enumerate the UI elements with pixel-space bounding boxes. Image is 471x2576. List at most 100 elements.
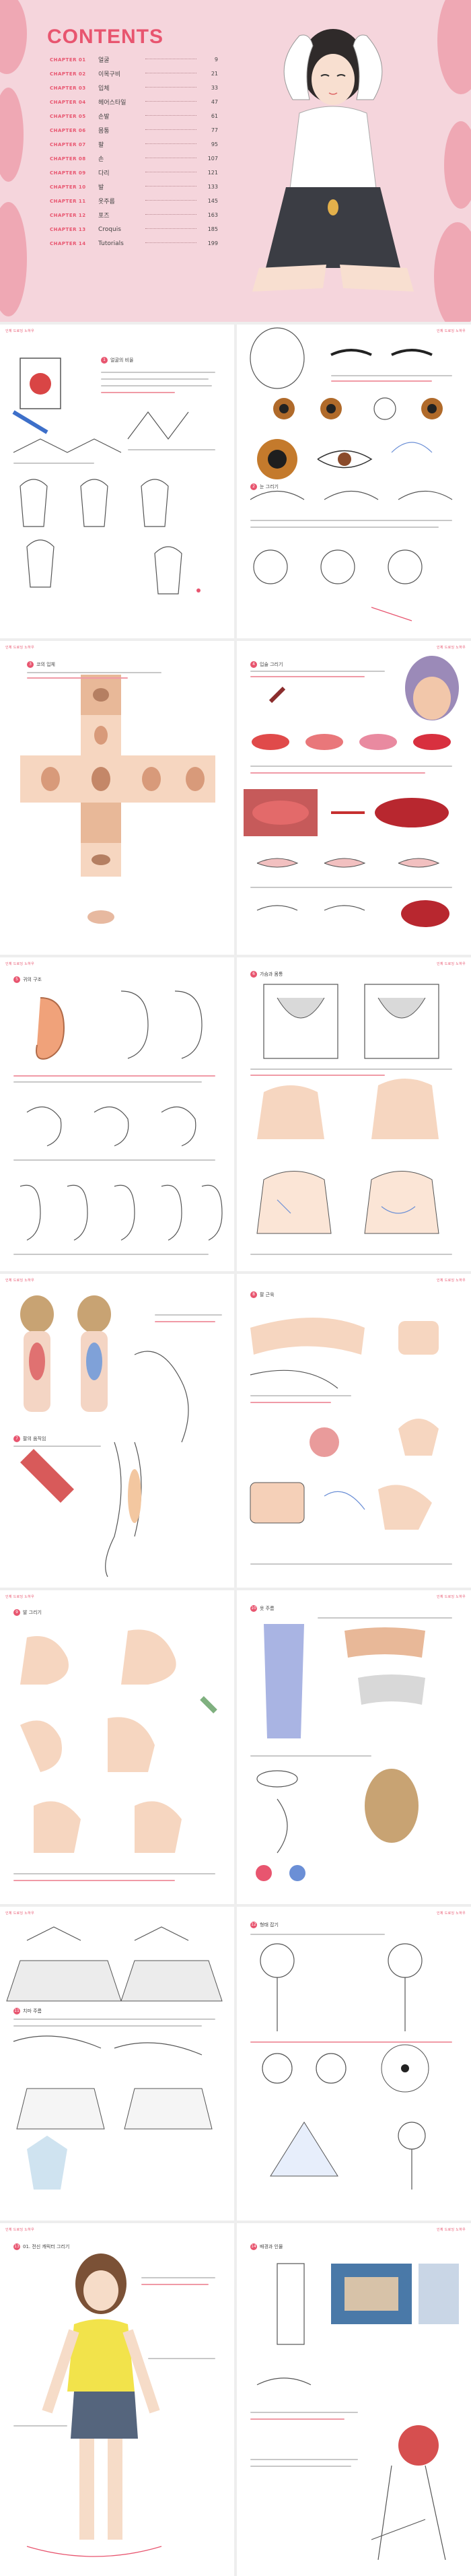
chapter-name: 손발 — [98, 114, 110, 121]
dot-leader — [145, 86, 196, 88]
left-page: 인체 드로잉 노하우 7 팔의 움직임 — [0, 1274, 234, 1588]
chapter-label: CHAPTER 08 — [50, 156, 86, 162]
section-number-badge: 12 — [250, 1922, 257, 1928]
text-line — [250, 520, 452, 521]
section-number-badge: 14 — [250, 2243, 257, 2250]
running-head: 인체 드로잉 노하우 — [5, 1279, 34, 1283]
chapter-name: 손 — [98, 156, 104, 163]
cover-illustration — [252, 29, 414, 292]
right-page: 인체 드로잉 노하우 14 배경과 인물 — [237, 2223, 471, 2576]
skirt-diagram — [6, 1926, 223, 2190]
running-head: 인체 드로잉 노하우 — [5, 329, 34, 333]
text-line — [101, 372, 215, 373]
section-heading: 2 눈 그리기 — [250, 483, 279, 490]
running-head: 인체 드로잉 노하우 — [437, 1911, 466, 1916]
chapter-page-number: 47 — [211, 99, 218, 105]
right-page: 인체 드로잉 노하우 10 옷 주름 — [237, 1590, 471, 1904]
text-line — [250, 1069, 452, 1070]
page-spread: 인체 드로잉 노하우 9 발 그리기 인체 드로잉 노하우 10 옷 주름 — [0, 1590, 471, 1904]
right-page: 인체 드로잉 노하우 12 형태 잡기 — [237, 1907, 471, 2221]
text-line — [250, 1402, 331, 1403]
background-diagram — [256, 2263, 459, 2561]
section-number-badge: 3 — [27, 661, 34, 668]
chapter-label: CHAPTER 02 — [50, 71, 86, 77]
section-number-badge: 2 — [250, 483, 257, 490]
chapter-page-number: 163 — [207, 212, 218, 218]
chapter-label: CHAPTER 10 — [50, 184, 86, 190]
section-number-badge: 6 — [250, 971, 257, 978]
left-page: 인체 드로잉 노하우 13 01. 전신 캐릭터 그리기 — [0, 2223, 234, 2576]
text-line — [101, 378, 209, 380]
text-line — [155, 1321, 215, 1322]
text-line — [250, 766, 452, 767]
running-head: 인체 드로잉 노하우 — [437, 646, 466, 650]
chapter-name: 다리 — [98, 170, 110, 177]
chapter-name: Tutorials — [98, 240, 124, 247]
section-heading: 9 발 그리기 — [13, 1609, 42, 1616]
text-line — [250, 887, 452, 888]
chapter-label: CHAPTER 14 — [50, 240, 86, 246]
chapter-page-number: 95 — [211, 141, 218, 147]
text-line — [141, 2277, 215, 2278]
text-line — [27, 672, 161, 673]
chapter-page-number: 77 — [211, 127, 218, 133]
dot-leader — [145, 228, 196, 229]
chapter-name: 입체 — [98, 86, 110, 92]
chapter-label: CHAPTER 12 — [50, 212, 86, 218]
text-line — [141, 2284, 209, 2285]
contents-title: CONTENTS — [47, 26, 164, 48]
text-line — [13, 2019, 215, 2020]
running-head: 인체 드로잉 노하우 — [5, 962, 34, 966]
chapter-name: 얼굴 — [98, 57, 110, 64]
chapter-page-number: 133 — [207, 184, 218, 190]
fabric-diagram — [256, 1624, 425, 1881]
nose-net-diagram — [20, 675, 215, 924]
ear-diagram — [20, 990, 223, 1241]
text-line — [101, 392, 175, 393]
chapter-page-number: 21 — [211, 71, 218, 77]
chapter-page-number: 121 — [207, 170, 218, 176]
text-line — [155, 1314, 222, 1316]
running-head: 인체 드로잉 노하우 — [437, 1595, 466, 1599]
chapter-name: Croquis — [98, 226, 121, 233]
torso-diagram — [256, 984, 439, 1234]
section-heading: 13 01. 전신 캐릭터 그리기 — [13, 2243, 70, 2250]
blossom-decoration — [0, 88, 24, 182]
chapter-page-number: 145 — [207, 198, 218, 204]
section-heading: 12 형태 잡기 — [250, 1922, 279, 1928]
blossom-decoration — [434, 222, 471, 322]
text-line — [250, 1755, 371, 1757]
dot-leader — [145, 242, 196, 243]
text-line — [250, 2459, 358, 2460]
chapter-page-number: 61 — [211, 113, 218, 119]
section-heading: 5 귀의 구조 — [13, 976, 42, 983]
feet-diagram — [20, 1629, 217, 1853]
right-page: 인체 드로잉 노하우 4 입술 그리기 — [237, 641, 471, 955]
text-line — [13, 1254, 209, 1255]
text-line — [331, 380, 432, 382]
text-line — [250, 2466, 351, 2467]
arm-diagram — [20, 1295, 189, 1578]
section-number-badge: 5 — [13, 976, 20, 983]
chapter-name: 발 — [98, 184, 104, 191]
chapter-name: 헤어스타일 — [98, 100, 126, 106]
arm-muscle-diagram — [250, 1318, 439, 1530]
text-line — [13, 2025, 202, 2027]
toc-entry[interactable]: CHAPTER 10 발 133 — [50, 180, 218, 194]
page-spread: 인체 드로잉 노하우 1 얼굴의 비율 인체 드로잉 노하우 — [0, 325, 471, 638]
text-line — [250, 527, 439, 528]
